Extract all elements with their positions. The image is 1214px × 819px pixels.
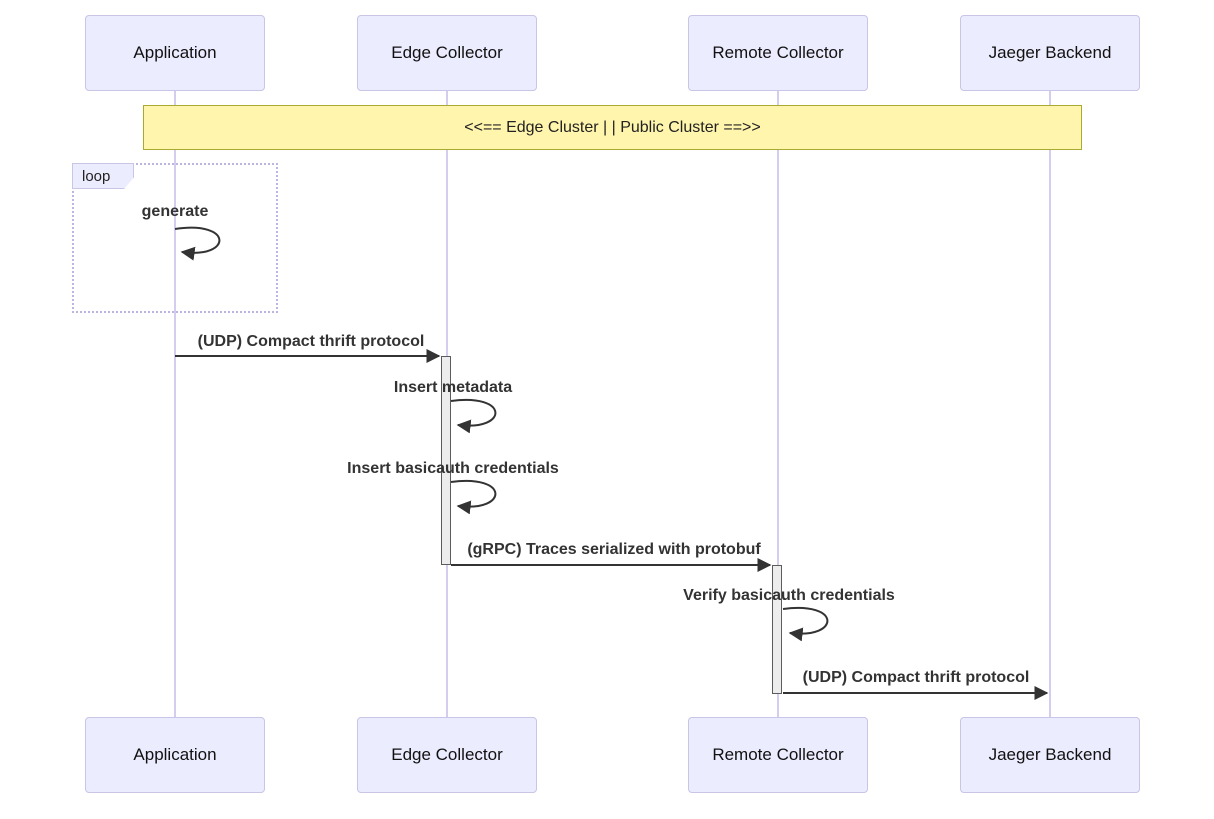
- actor-bottom-application: Application: [85, 717, 265, 793]
- message-label-insert-metadata: Insert metadata: [393, 379, 513, 396]
- actor-top-remote-collector: Remote Collector: [688, 15, 868, 91]
- message-label-udp-2: (UDP) Compact thrift protocol: [802, 669, 1030, 686]
- message-label-generate: generate: [141, 203, 209, 220]
- self-arrow-insert-metadata: [450, 398, 497, 434]
- actor-top-edge-collector: Edge Collector: [357, 15, 537, 91]
- actor-bottom-edge-collector: Edge Collector: [357, 717, 537, 793]
- self-arrow-verify-basicauth: [782, 606, 829, 642]
- activation-edge-collector: [441, 356, 451, 565]
- lifeline-jaeger-backend: [1049, 91, 1051, 717]
- actor-label: Application: [133, 745, 217, 764]
- message-label-insert-basicauth: Insert basicauth credentials: [347, 460, 559, 477]
- cluster-note-text: <<== Edge Cluster | | Public Cluster ==>…: [464, 118, 761, 136]
- actor-bottom-remote-collector: Remote Collector: [688, 717, 868, 793]
- activation-remote-collector: [772, 565, 782, 694]
- self-arrow-generate: [174, 226, 221, 261]
- message-label-verify-basicauth: Verify basicauth credentials: [683, 587, 895, 604]
- actor-bottom-jaeger-backend: Jaeger Backend: [960, 717, 1140, 793]
- actor-top-jaeger-backend: Jaeger Backend: [960, 15, 1140, 91]
- message-label-udp-1: (UDP) Compact thrift protocol: [197, 333, 425, 350]
- loop-label-text: loop: [82, 167, 111, 185]
- actor-label: Edge Collector: [391, 745, 503, 764]
- actor-label: Jaeger Backend: [988, 745, 1112, 764]
- lifeline-application: [174, 91, 176, 717]
- actor-label: Jaeger Backend: [988, 43, 1112, 62]
- cluster-note: <<== Edge Cluster | | Public Cluster ==>…: [143, 105, 1082, 150]
- message-label-grpc-traces: (gRPC) Traces serialized with protobuf: [467, 541, 761, 558]
- loop-frame-label: loop: [72, 163, 134, 189]
- actor-label: Remote Collector: [712, 43, 844, 62]
- lifeline-remote-collector: [777, 91, 779, 717]
- actor-label: Edge Collector: [391, 43, 503, 62]
- actor-top-application: Application: [85, 15, 265, 91]
- actor-label: Remote Collector: [712, 745, 844, 764]
- actor-label: Application: [133, 43, 217, 62]
- loop-frame: [72, 163, 278, 313]
- self-arrow-insert-basicauth: [450, 479, 497, 515]
